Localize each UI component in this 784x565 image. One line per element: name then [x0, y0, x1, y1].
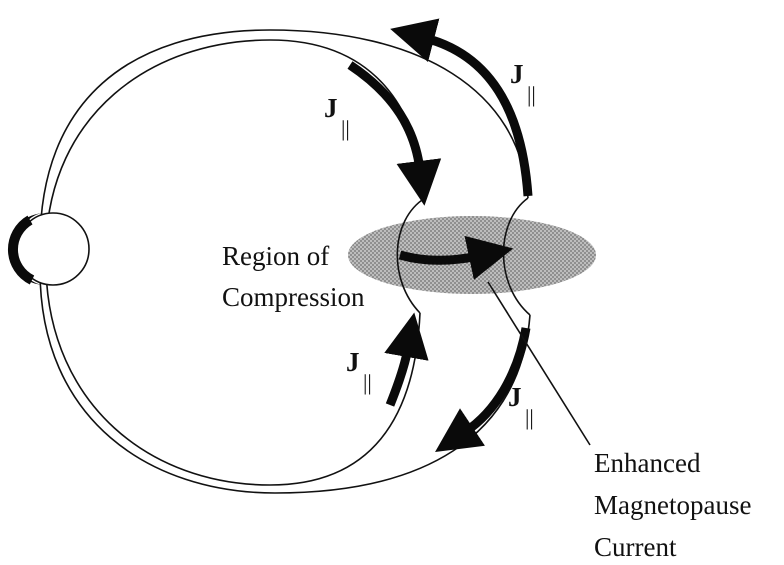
parallel-subscript: || — [341, 116, 350, 141]
j-parallel-label-lower-right: J || — [508, 382, 534, 430]
field-line-kink-left — [396, 197, 426, 314]
magnetopause-current-leader-line — [487, 281, 591, 446]
j-parallel-label-lower-left: J || — [346, 347, 372, 395]
current-arrow-lower-inner — [384, 312, 429, 407]
parallel-subscript: || — [525, 405, 534, 430]
parallel-subscript: || — [527, 82, 536, 107]
field-line-outer-lower — [39, 269, 531, 494]
j-symbol: J — [508, 382, 522, 412]
parallel-subscript: || — [363, 370, 372, 395]
enhanced-magnetopause-current-label: Enhanced Magnetopause Current — [594, 448, 758, 562]
magnetopause-current-arrow — [398, 235, 514, 280]
earth-icon — [7, 212, 90, 286]
j-symbol: J — [510, 59, 524, 89]
region-label-line1: Region of — [222, 241, 329, 271]
current-arrow-lower-outer — [435, 327, 531, 452]
current-arrow-upper-outer — [390, 18, 533, 197]
current-label-line3: Current — [594, 532, 677, 562]
field-line-inner-lower — [45, 269, 421, 486]
current-arrow-upper-inner — [347, 61, 442, 206]
j-symbol: J — [324, 93, 338, 123]
j-parallel-label-upper-left: J || — [324, 93, 350, 141]
region-label-line2: Compression — [222, 282, 365, 312]
region-of-compression-label: Region of Compression — [222, 241, 365, 312]
field-line-inner-upper — [45, 39, 426, 246]
j-parallel-label-upper-right: J || — [510, 59, 536, 107]
field-line-outer-upper — [39, 29, 529, 246]
current-label-line2: Magnetopause — [594, 490, 751, 520]
j-symbol: J — [346, 347, 360, 377]
current-label-line1: Enhanced — [594, 448, 701, 478]
